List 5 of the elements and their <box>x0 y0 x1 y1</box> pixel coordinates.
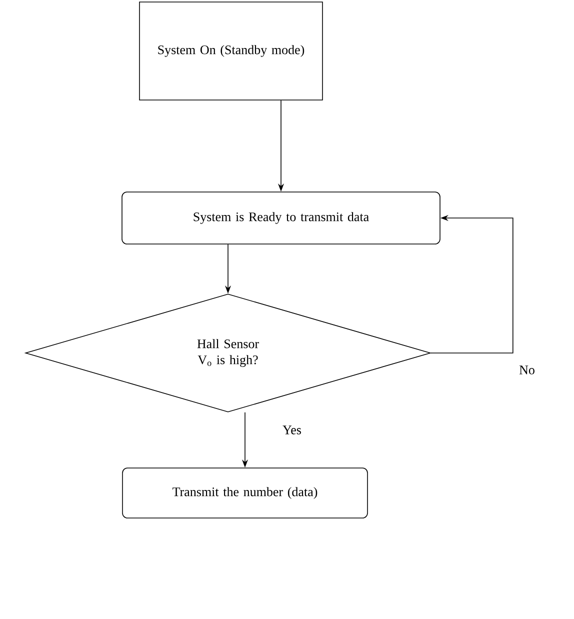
process-box: Transmit the number (data) <box>122 468 368 518</box>
start-box: System On (Standby mode) <box>139 2 323 100</box>
process-box: System is Ready to transmit data <box>122 192 440 244</box>
edge-label: No <box>518 364 536 376</box>
edge-label: Yes <box>282 424 302 436</box>
